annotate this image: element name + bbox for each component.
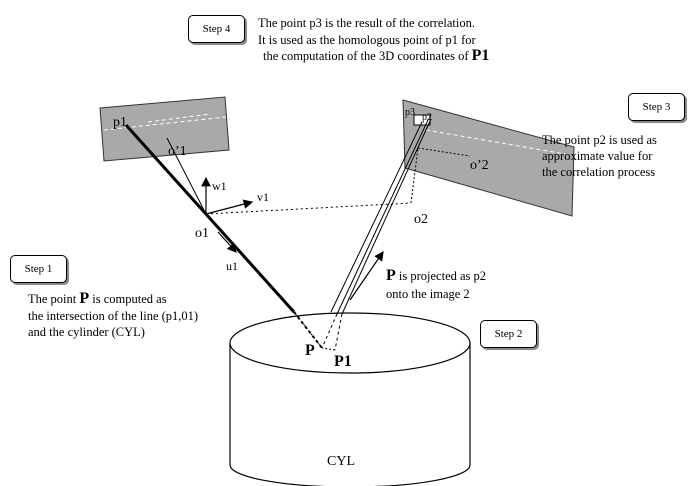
step2-line1: P is projected as p2	[386, 268, 486, 284]
label-o2-prime: o’2	[470, 158, 489, 173]
step1-line2: the intersection of the line (p1,01)	[28, 309, 199, 323]
image-plane-1	[99, 96, 230, 162]
image-plane-2-axis	[425, 129, 566, 155]
label-P1: P1	[334, 353, 352, 370]
step3-label: Step 3	[642, 101, 671, 113]
step3-box: Step 3	[628, 93, 685, 121]
axis-v1	[205, 199, 254, 215]
step1-label: Step 1	[24, 263, 53, 275]
step1-bold: P	[79, 290, 90, 307]
label-p1: p1	[113, 115, 127, 130]
step1-text-before: The point	[28, 292, 80, 306]
label-u1: u1	[226, 259, 238, 273]
step2-box: Step 2	[480, 320, 537, 348]
label-P: P	[305, 342, 315, 359]
label-cyl: CYL	[327, 454, 355, 469]
step4-box: Step 4	[188, 15, 245, 43]
step4-line3: the computation of the 3D coordinates of…	[263, 48, 489, 64]
ray-P-o2	[336, 119, 429, 315]
label-p3: p3	[405, 107, 415, 118]
step1-text-after: is computed as	[89, 292, 167, 306]
label-o2: o2	[414, 212, 428, 227]
step2-text-after: is projected as p2	[395, 269, 487, 283]
step2-line2: onto the image 2	[386, 287, 470, 301]
label-o1: o1	[195, 226, 209, 241]
label-p2: p2	[422, 112, 432, 123]
step3-line3: the correlation process	[542, 165, 656, 179]
step1-box: Step 1	[10, 255, 67, 283]
step4-label: Step 4	[202, 23, 231, 35]
step2-label: Step 2	[494, 328, 523, 340]
label-w1: w1	[212, 179, 227, 193]
cylinder	[229, 312, 471, 486]
baseline-o1-o2	[205, 202, 412, 215]
ray-p1-o1	[124, 123, 296, 314]
step3-line2: approximate value for	[542, 149, 653, 163]
step4-line1: The point p3 is the result of the correl…	[258, 16, 475, 30]
step4-line3-text: the computation of the 3D coordinates of	[263, 49, 472, 63]
step1-line1: The point P is computed as	[28, 291, 167, 307]
step3-line1: The point p2 is used as	[542, 133, 657, 147]
step2-bold: P	[386, 267, 396, 284]
step4-bold: P1	[471, 47, 490, 64]
axis-u1	[217, 231, 237, 253]
image-plane-2	[402, 99, 575, 217]
step1-line3: and the cylinder (CYL)	[28, 325, 145, 339]
label-v1: v1	[257, 190, 269, 204]
step4-line2: It is used as the homologous point of p1…	[258, 33, 476, 47]
projection-arrow	[349, 251, 384, 301]
label-o1-prime: o’1	[168, 144, 187, 159]
